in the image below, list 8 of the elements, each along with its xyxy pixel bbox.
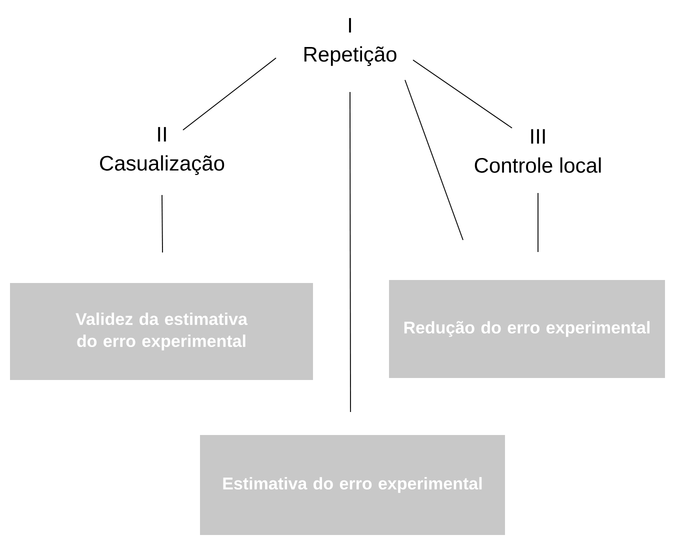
heading-text: II Casualização: [100, 127, 224, 175]
heading-text: I Repetição: [304, 18, 396, 66]
connector-line: [162, 194, 163, 253]
connector-line: [182, 58, 276, 130]
connector-line: [350, 92, 351, 412]
connector-line: [412, 60, 512, 128]
heading-text: III Controle local: [474, 129, 601, 173]
connector-line: [404, 80, 464, 240]
